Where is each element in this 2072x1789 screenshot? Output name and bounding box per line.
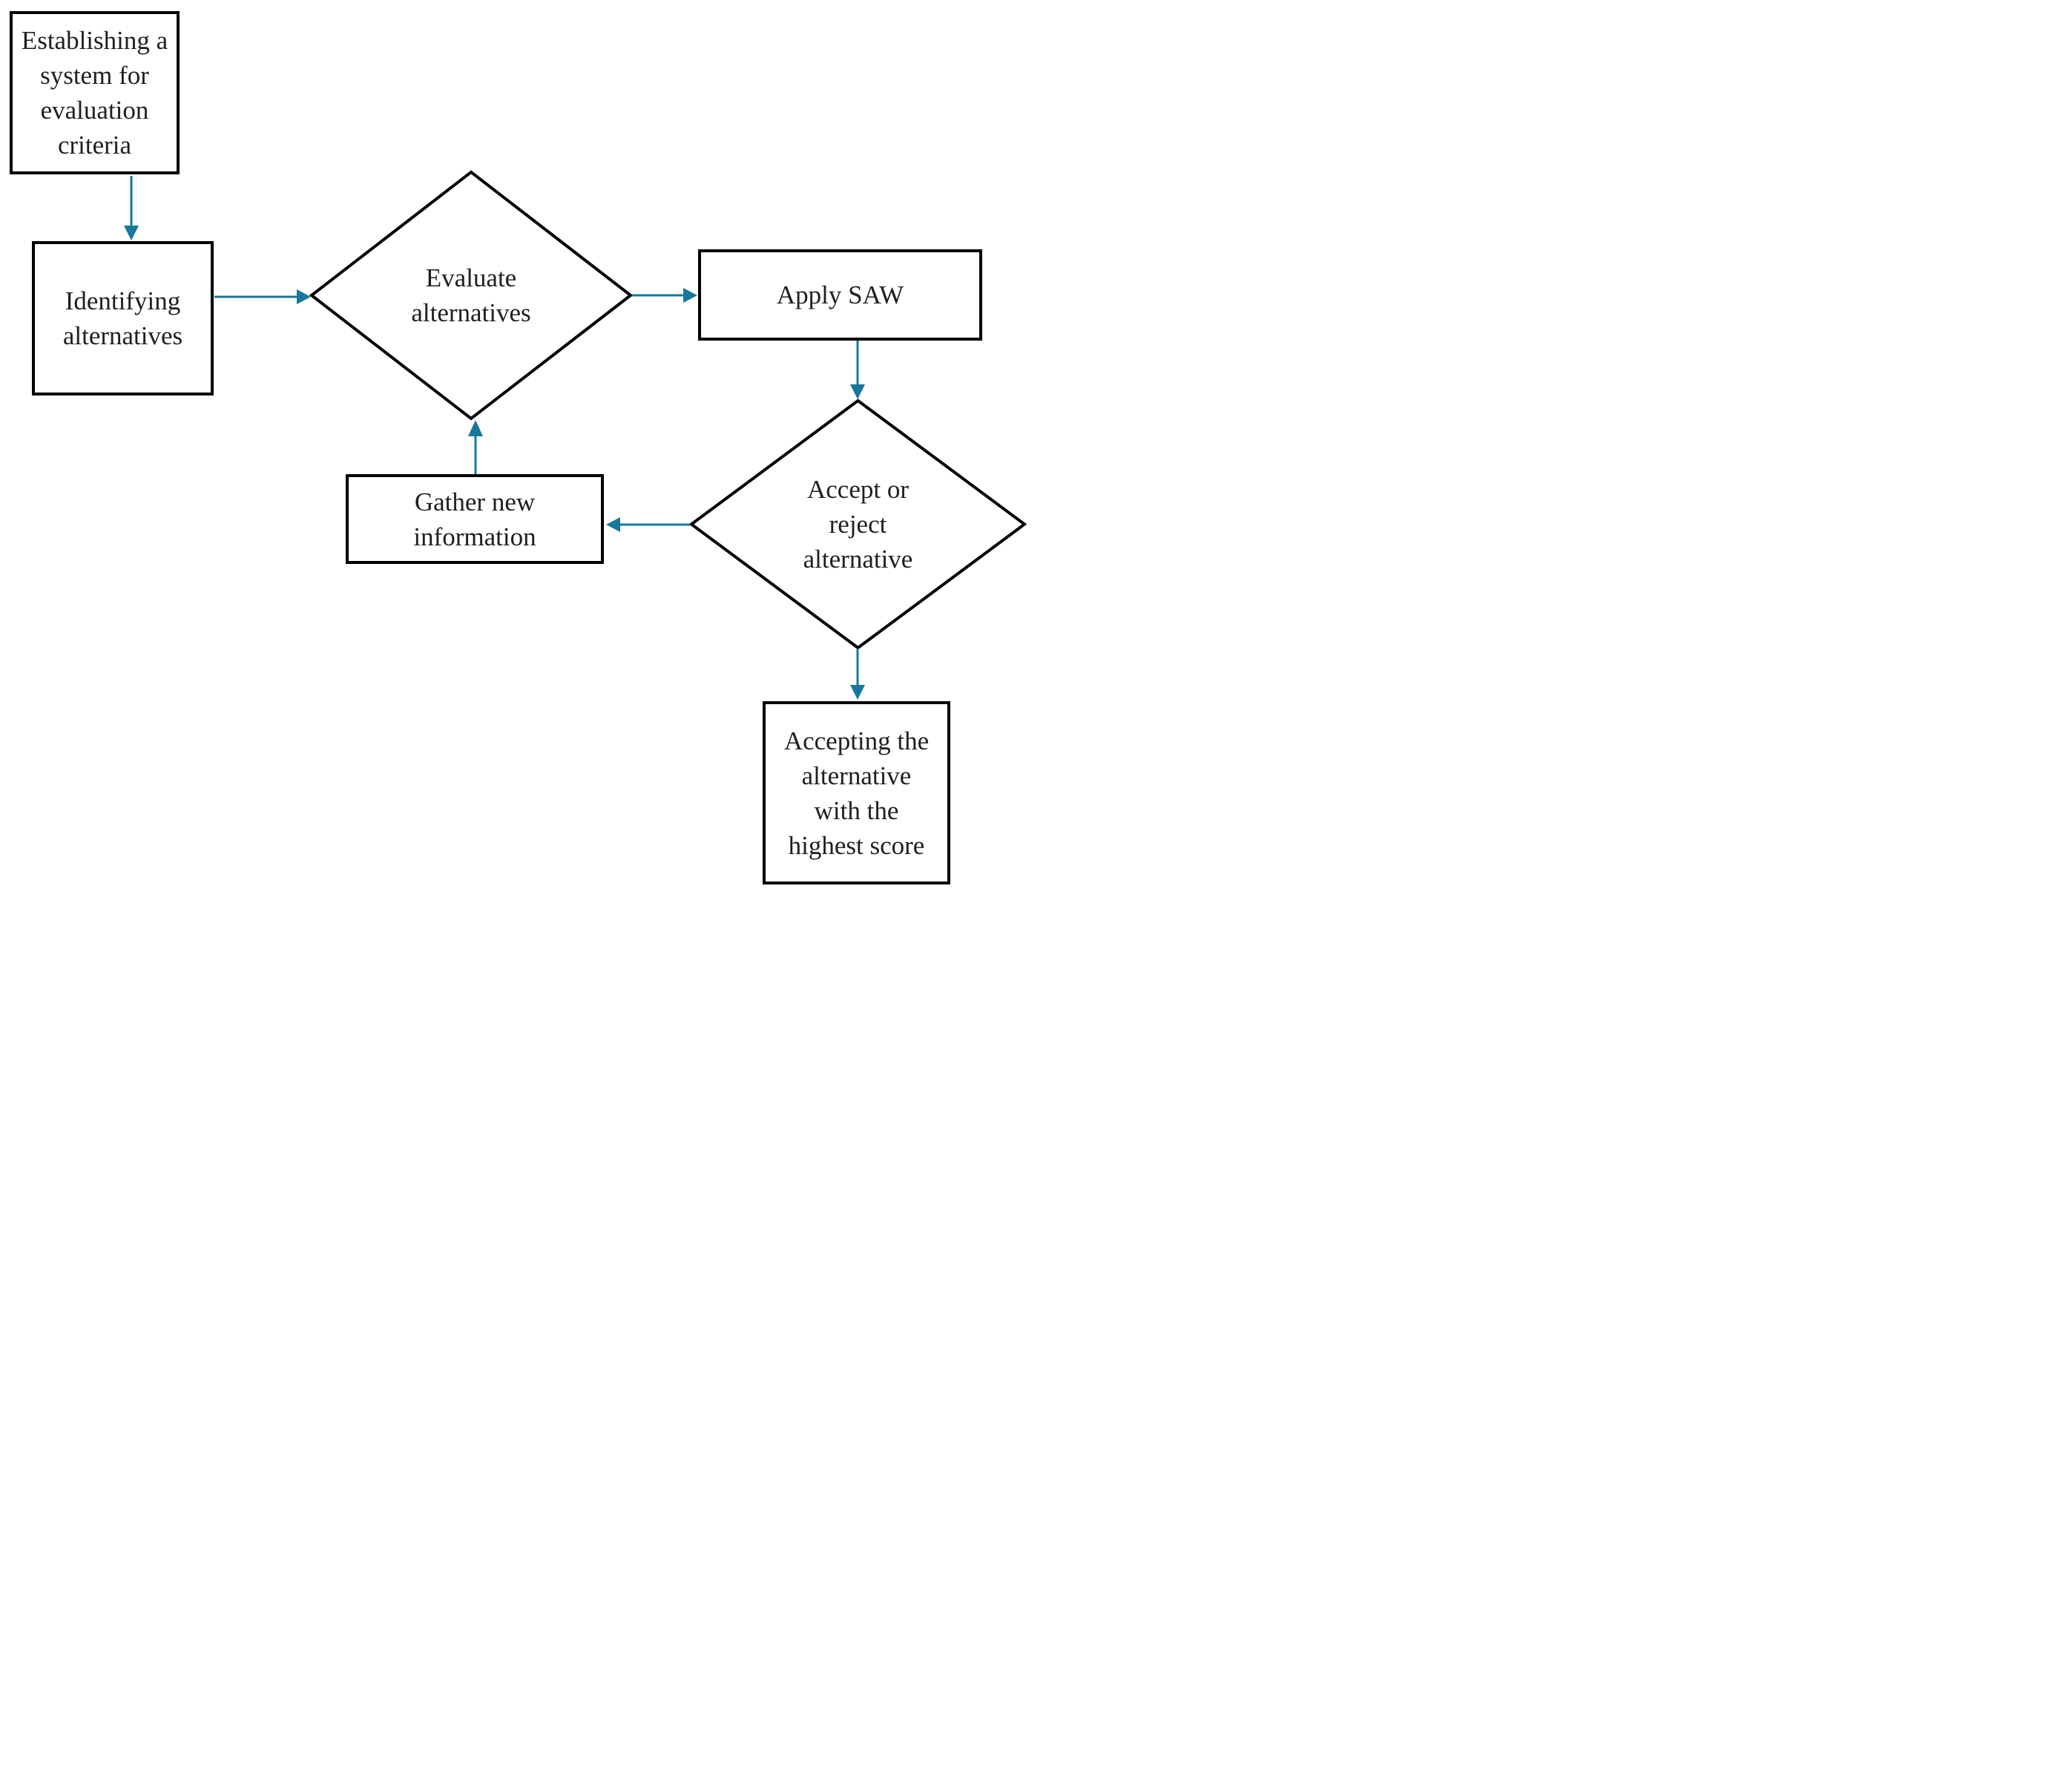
arrow-evaluate-to-applysaw	[632, 288, 697, 303]
node-gather-new-information: Gather new information	[346, 474, 604, 564]
arrow-acceptreject-to-highestscore	[850, 649, 865, 700]
arrow-applysaw-to-acceptreject	[850, 341, 865, 399]
diamond-outline	[309, 170, 633, 421]
diamond-shape	[309, 170, 633, 421]
arrow-gather-to-evaluate	[468, 420, 483, 474]
node-accept-or-reject-label: Accept or reject alternative	[803, 475, 913, 574]
node-accept-or-reject: Accept or reject alternative	[689, 398, 1027, 650]
arrowhead-left-icon	[606, 517, 620, 532]
node-establish-criteria-label: Establishing a system for evaluation cri…	[21, 26, 168, 160]
flowchart-diagram: Establishing a system for evaluation cri…	[0, 0, 1036, 895]
node-gather-new-information-label: Gather new information	[413, 487, 536, 551]
node-identify-alternatives: Identifying alternatives	[32, 241, 214, 395]
node-apply-saw-label: Apply SAW	[776, 280, 904, 309]
diamond-shape	[689, 398, 1027, 650]
arrow-establish-to-identify	[124, 176, 139, 240]
arrowhead-down-icon	[850, 685, 865, 700]
arrowhead-down-icon	[850, 384, 865, 399]
arrowhead-up-icon	[468, 420, 483, 436]
arrowhead-right-icon	[683, 288, 697, 303]
arrow-acceptreject-to-gather	[606, 517, 690, 532]
node-evaluate-alternatives: Evaluate alternatives	[309, 170, 633, 421]
arrow-identify-to-evaluate	[214, 289, 311, 304]
node-apply-saw: Apply SAW	[698, 249, 982, 341]
node-accept-highest-score: Accepting the alternative with the highe…	[763, 701, 950, 884]
node-evaluate-alternatives-label: Evaluate alternatives	[411, 263, 531, 327]
diamond-outline	[689, 398, 1027, 650]
node-accept-highest-score-label: Accepting the alternative with the highe…	[783, 726, 930, 860]
arrowhead-down-icon	[124, 226, 139, 240]
node-establish-criteria: Establishing a system for evaluation cri…	[10, 11, 180, 174]
node-identify-alternatives-label: Identifying alternatives	[62, 286, 183, 350]
